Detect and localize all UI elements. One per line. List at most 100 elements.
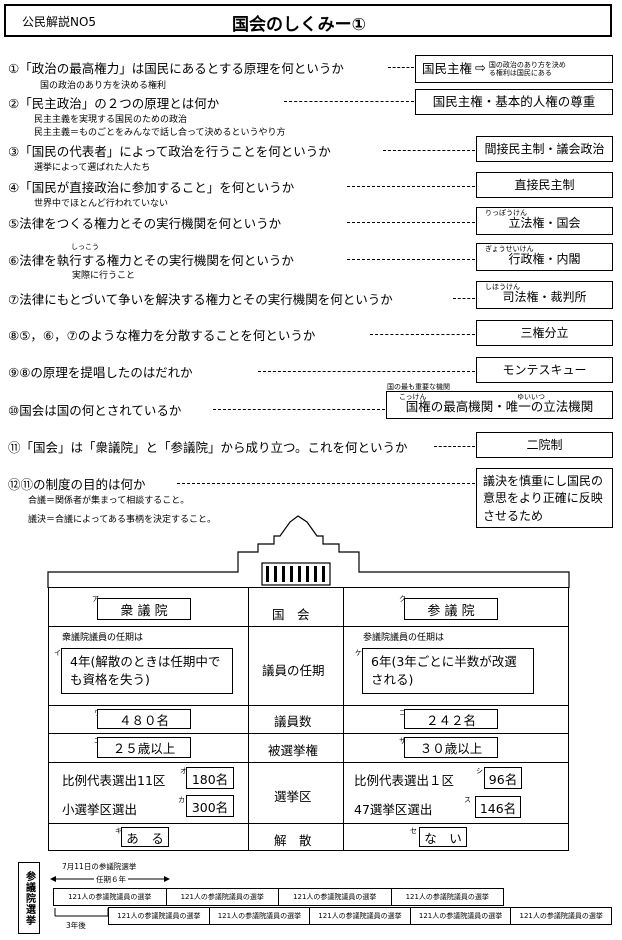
seats-label: 議員数 [274, 714, 312, 729]
eligibility-left-value: ２５歳以上 [97, 737, 191, 758]
term-label: 任期６年 [94, 874, 128, 885]
mark-a: ア [92, 595, 99, 603]
right-pr-label: 比例代表選出１区 [354, 773, 455, 788]
ruby-10b: ゆいいつ [517, 393, 545, 401]
mark-o: オ [180, 767, 187, 775]
leader-6 [347, 259, 475, 260]
timeline-row-1: 121人の参議院議員の選挙 121人の参議院議員の選挙 121人の参議院議員の選… [53, 888, 504, 906]
page-title: 国会のしくみー① [232, 15, 367, 35]
election-cell: 121人の参議院議員の選挙 [310, 908, 411, 924]
answer-3: 間接民主制・議会政治 [476, 136, 613, 162]
answer-11: 二院制 [476, 432, 613, 458]
note-6: 実際に行うこと [72, 271, 136, 281]
term-left-value: 4年(解散のときは任期中でも資格を失う) [61, 648, 233, 694]
note-2b: 民主主義＝ものごとをみんなで話し合って決めるというやり方 [34, 128, 286, 138]
left-district-label: 小選挙区選出 [62, 802, 138, 817]
note-10: 国の最も重要な機関 [387, 383, 450, 391]
election-cell: 121人の参議院議員の選挙 [519, 912, 603, 920]
question-8: ⑧⑤，⑥，⑦のような権力を分散することを何というか [8, 328, 316, 343]
ruby-q6: しっこう [71, 243, 99, 251]
term-caption-right: 参議院議員の任期は [363, 633, 445, 643]
leader-11 [434, 446, 475, 447]
question-12: ⑫⑪の制度の目的は何か [8, 477, 146, 492]
election-label: 選挙区 [274, 789, 312, 804]
left-district-value: 300名 [186, 795, 234, 817]
mark-ke: ケ [355, 649, 362, 657]
question-11: ⑪「国会」は「衆議院」と「参議院」から成り立つ。これを何というか [8, 440, 408, 455]
election-cell: 121人の参議院議員の選挙 [405, 893, 489, 901]
ruby-6: ぎょうせいけん [485, 245, 534, 253]
term-right-value: 6年(3年ごとに半数が改選される) [362, 648, 534, 694]
answer-9: モンテスキュー [476, 357, 613, 383]
leader-4 [347, 186, 475, 187]
leader-9 [258, 371, 475, 372]
mark-shi: シ [476, 767, 483, 775]
mark-ko: コ [399, 709, 406, 717]
answer-2: 国民主権・基本的人権の尊重 [415, 89, 613, 115]
election-cell: 121人の参議院議員の選挙 [109, 908, 210, 924]
house-of-councillors: 参 議 院 [404, 598, 498, 620]
mark-ka: カ [178, 796, 185, 804]
three-years-label: 3年後 [66, 921, 86, 930]
house-of-representatives: 衆 議 院 [97, 598, 191, 620]
eligibility-label: 被選挙権 [268, 743, 319, 758]
note-3: 選挙によって選ばれた人たち [34, 163, 151, 173]
note-1: 国の政治のあり方を決める権利 [40, 81, 167, 91]
diet-label: 国 会 [272, 607, 310, 622]
answer-4: 直接民主制 [476, 172, 613, 198]
question-3: ③「国民の代表者」によって政治を行うことを何というか [8, 144, 331, 159]
term-caption-left: 衆議院議員の任期は [62, 633, 144, 643]
question-10: ⑩国会は国の何とされているか [8, 403, 182, 418]
election-cell: 121人の参議院議員の選挙 [210, 908, 311, 924]
mark-i: イ [54, 649, 61, 657]
row-divider [48, 705, 569, 706]
leader-1 [388, 67, 414, 68]
col-divider [248, 587, 249, 851]
answer-10: こっけん ゆいいつ 国権の最高機関・唯一の立法機関 [386, 391, 613, 419]
question-1: ①「政治の最高権力」は国民にあるとする原理を何というか [8, 61, 344, 76]
leader-8 [370, 334, 475, 335]
row-divider [48, 733, 569, 734]
leader-5 [347, 222, 475, 223]
right-pr-value: 96名 [484, 767, 522, 789]
right-district-label: 47選挙区選出 [354, 802, 433, 817]
seats-right-value: ２４２名 [404, 709, 498, 729]
leader-7 [453, 298, 475, 299]
answer-8: 三権分立 [476, 320, 613, 346]
leader-3 [383, 150, 475, 151]
answer-6: ぎょうせいけん 行政権・内閣 [476, 243, 613, 271]
mark-sa: サ [399, 737, 406, 745]
leader-12 [177, 483, 475, 484]
note-4: 世界中でほとんど行われていない [34, 199, 169, 209]
note-2a: 民主主義を実現する国民のための政治 [34, 115, 188, 125]
diet-building-illustration [47, 515, 570, 588]
answer-5: りっぽうけん 立法権・国会 [476, 207, 613, 235]
answer-1: 国民主権 ⇨ 国の政治のあり方を決める権利は国民にある [415, 55, 613, 83]
note-12b: 議決＝合議によってある事柄を決定すること。 [28, 515, 217, 525]
diet-table [48, 587, 569, 851]
seats-left-value: ４８０名 [97, 709, 191, 729]
dissolution-right-value: な い [419, 827, 467, 847]
question-2: ②「民主政治」の２つの原理とは何か [8, 96, 220, 111]
answer-12: 議決を慎重にし国民の意思をより正確に反映させるため [476, 468, 613, 528]
leader-2 [284, 101, 414, 102]
timeline-side-label: 参議院選挙 [18, 862, 40, 934]
election-cell: 121人の参議院議員の選挙 [54, 889, 167, 905]
question-7: ⑦法律にもとづいて争いを解決する権力とその実行機関を何というか [8, 292, 393, 307]
left-pr-value: 180名 [186, 767, 234, 789]
question-6: ⑥法律を執行する権力とその実行機関を何というか [8, 253, 294, 268]
header-frame [4, 4, 612, 37]
question-9: ⑨⑧の原理を提唱したのはだれか [8, 365, 193, 380]
arrow-icon: ⇨ [475, 60, 486, 76]
mark-se: セ [410, 827, 417, 835]
three-years-bracket [54, 908, 109, 917]
ruby-7: しほうけん [485, 283, 520, 291]
col-divider [343, 587, 344, 851]
timeline-date: 7月11日の参議院選挙 [62, 862, 137, 871]
mark-su: ス [464, 796, 471, 804]
row-divider [48, 762, 569, 763]
term-label: 議員の任期 [262, 663, 325, 678]
timeline-row-2: 121人の参議院議員の選挙 121人の参議院議員の選挙 121人の参議院議員の選… [108, 907, 612, 925]
election-cell: 121人の参議院議員の選挙 [279, 889, 392, 905]
question-5: ⑤法律をつくる権力とその実行機関を何というか [8, 216, 282, 231]
